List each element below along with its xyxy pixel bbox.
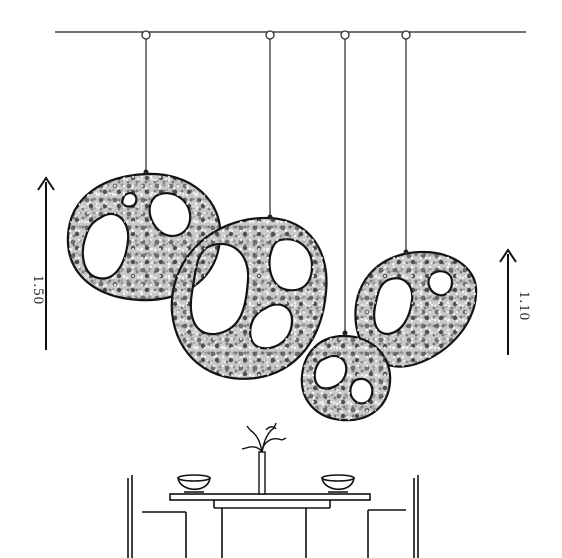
right-height-dimension [499, 248, 517, 355]
left-height-dimension [37, 176, 55, 350]
left-height-label: 1.50 [30, 275, 46, 305]
ring-2 [265, 30, 275, 40]
pendant-1 [66, 169, 222, 302]
pendant-2 [170, 214, 328, 380]
ring-4 [401, 30, 411, 40]
suspension-cables [141, 30, 411, 332]
pendant-3 [300, 330, 392, 422]
ring-1 [141, 30, 151, 40]
right-height-label: 1.10 [516, 291, 532, 321]
bowl-left [177, 474, 211, 493]
ring-3 [340, 30, 350, 40]
vase-with-sprigs [241, 422, 287, 495]
bowl-right [321, 474, 355, 493]
pendant-4 [354, 249, 478, 368]
dining-table [127, 475, 419, 558]
